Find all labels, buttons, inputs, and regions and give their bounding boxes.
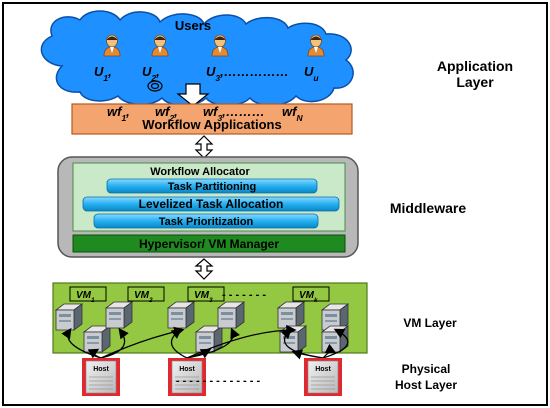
vm-server-icon [55, 303, 83, 331]
application-layer-label-line2: Layer [456, 74, 494, 90]
task-prioritization-label: Task Prioritization [159, 216, 254, 228]
vm-server-icon [105, 301, 133, 329]
middleware-vm-connector [194, 258, 214, 280]
vm-server-icon [195, 325, 223, 353]
levelized-allocation-bar [82, 196, 340, 212]
physical-layer-label-line1: Physical [402, 362, 451, 376]
host-dashes: - - - - - - - - - - - - - [176, 375, 261, 387]
host-server: Host [304, 358, 342, 396]
vm-layer-label: VM Layer [403, 316, 457, 330]
physical-layer-label-line2: Host Layer [395, 378, 457, 392]
workflow-applications-title: Workflow Applications [142, 117, 281, 132]
vm-server-icon [167, 301, 195, 329]
task-prioritization-bar [93, 213, 319, 229]
workflow-allocator-title: Workflow Allocator [150, 166, 250, 178]
workflow-label: wf1, [107, 104, 130, 123]
host-vm-link [100, 327, 129, 359]
spiral-icon [147, 80, 163, 92]
users-cloud [40, 10, 354, 107]
user-label: U2, [142, 64, 160, 83]
host-label: Host [179, 366, 195, 373]
vm-server-icon [277, 301, 305, 329]
host-vm-link [100, 326, 185, 359]
workflow-label: wfN [282, 104, 303, 123]
workflow-label: wf2, [155, 104, 178, 123]
application-layer-label-line1: Application [437, 58, 513, 74]
task-partitioning-label: Task Partitioning [168, 181, 256, 193]
user-label: Uu [304, 64, 319, 83]
levelized-allocation-label: Levelized Task Allocation [139, 197, 284, 211]
user-label: U3,…………… [206, 64, 289, 83]
vm-dashes: - - - - - - - [222, 289, 266, 301]
vm-label: VM1 [76, 290, 95, 304]
host-vm-link [87, 348, 102, 359]
user-labels: U1, U2, U3,…………… Uu [94, 64, 319, 83]
vm-labels: VM1 VM2 VM3 VMk [69, 286, 330, 304]
physical-hosts: Host Host Host [82, 358, 342, 396]
host-vm-links [61, 324, 349, 360]
app-middleware-connector [194, 135, 214, 159]
host-label: Host [93, 366, 109, 373]
middleware-label: Middleware [390, 200, 466, 216]
vm-label-box [187, 286, 225, 302]
vm-server-icon [83, 325, 111, 353]
vm-label: VMk [299, 290, 318, 304]
vm-label-box [69, 286, 107, 302]
host-vm-link [186, 327, 240, 359]
workflow-label: wf3,……… [203, 104, 265, 123]
host-server: Host [82, 358, 120, 396]
hypervisor-label: Hypervisor/ VM Manager [139, 237, 279, 251]
vm-server-icon [217, 301, 245, 329]
task-partitioning-bar [106, 178, 318, 194]
cloud-to-workflow-arrow [176, 83, 210, 107]
vm-label: VM3 [194, 290, 213, 304]
hypervisor-bar [72, 234, 346, 253]
vm-label-box [127, 286, 165, 302]
host-vm-link [291, 349, 324, 360]
host-vm-link [186, 324, 297, 359]
workflow-applications-box [71, 103, 353, 135]
users-title: Users [175, 18, 211, 33]
vm-label-box [292, 286, 330, 302]
workflow-labels: wf1, wf2, wf3,……… wfN [107, 104, 303, 123]
host-vm-link [322, 343, 337, 359]
host-server: Host [168, 358, 206, 396]
user-label: U1, [94, 64, 112, 83]
vm-label: VM2 [134, 290, 153, 304]
host-label: Host [315, 366, 331, 373]
host-vm-link [322, 328, 349, 359]
